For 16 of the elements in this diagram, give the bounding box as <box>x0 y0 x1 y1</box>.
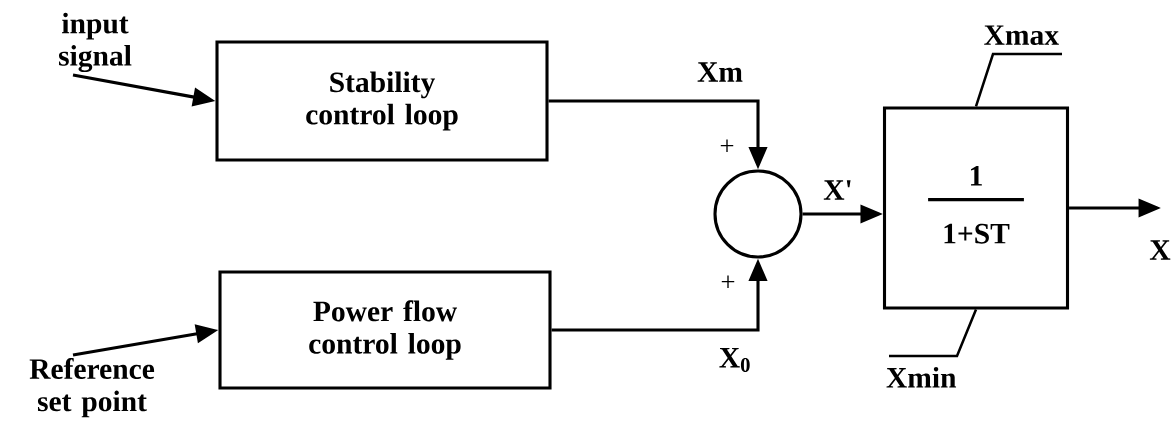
process-box: Stability control loop <box>215 40 549 162</box>
sign-label: + <box>720 139 734 152</box>
input-label: Reference set point <box>29 357 155 418</box>
edge-label: X <box>1147 238 1173 262</box>
transfer-function-box: 1 1+ST <box>882 106 1070 310</box>
limit-label: Xmax <box>984 25 1059 46</box>
edge-label: X' <box>821 178 855 202</box>
process-box: Power flow control loop <box>218 270 552 390</box>
input-label: input signal <box>59 12 132 73</box>
edge-label: X$_{0}$ <box>717 346 753 374</box>
limit-line <box>889 309 978 358</box>
limit-label: Xmin <box>886 366 957 388</box>
sign-label: + <box>721 275 735 288</box>
summing-junction <box>713 169 803 259</box>
edge-label: Xm <box>695 60 745 84</box>
limit-line <box>974 52 1062 107</box>
